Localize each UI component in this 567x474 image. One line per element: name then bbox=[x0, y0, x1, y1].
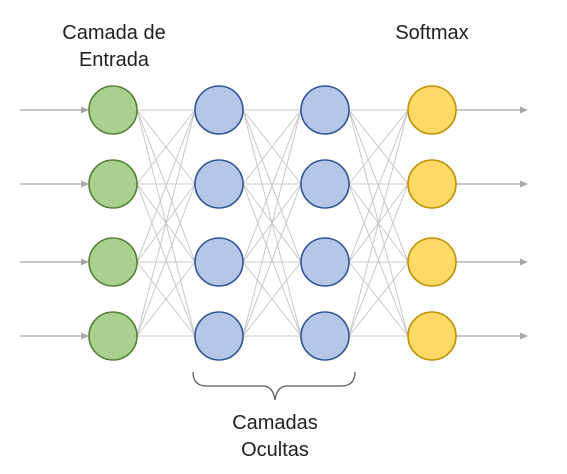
input-neuron-1 bbox=[88, 85, 138, 135]
connection-input-4-to-hidden-1-2 bbox=[136, 183, 196, 337]
io-arrows-group bbox=[20, 106, 528, 340]
connection-hidden-1-3-to-hidden-2-1 bbox=[242, 109, 302, 263]
input-neuron-2 bbox=[88, 159, 138, 209]
hidden-2-neuron-2 bbox=[300, 159, 350, 209]
connections-group bbox=[136, 109, 409, 337]
softmax-neuron-1 bbox=[407, 85, 457, 135]
input-neuron-3 bbox=[88, 237, 138, 287]
input-layer-label-line2: Entrada bbox=[78, 49, 150, 71]
hidden-layers-brace bbox=[192, 371, 356, 401]
input-layer-label-line1: Camada de bbox=[62, 22, 166, 44]
connection-input-2-to-hidden-1-1 bbox=[136, 109, 196, 185]
hidden-layers-label-line2: Ocultas bbox=[241, 439, 309, 461]
hidden-1-neuron-2 bbox=[194, 159, 244, 209]
connection-hidden-2-4-to-softmax-1 bbox=[348, 109, 409, 337]
input-layer-label: Camada de Entrada bbox=[44, 20, 184, 74]
connection-hidden-2-3-to-softmax-1 bbox=[348, 109, 409, 263]
softmax-neuron-2 bbox=[407, 159, 457, 209]
softmax-neuron-4 bbox=[407, 311, 457, 361]
input-neuron-4 bbox=[88, 311, 138, 361]
hidden-2-neuron-1 bbox=[300, 85, 350, 135]
connection-input-3-to-hidden-1-1 bbox=[136, 109, 196, 263]
connection-hidden-1-4-to-hidden-2-2 bbox=[242, 183, 302, 337]
connection-input-4-to-hidden-1-3 bbox=[136, 261, 196, 337]
hidden-2-neuron-3 bbox=[300, 237, 350, 287]
connection-hidden-1-4-to-hidden-2-3 bbox=[242, 261, 302, 337]
connection-hidden-1-2-to-hidden-2-1 bbox=[242, 109, 302, 185]
hidden-layers-label: Camadas Ocultas bbox=[190, 410, 360, 464]
connection-hidden-2-4-to-softmax-3 bbox=[348, 261, 409, 337]
hidden-1-neuron-4 bbox=[194, 311, 244, 361]
hidden-1-neuron-1 bbox=[194, 85, 244, 135]
connection-input-4-to-hidden-1-1 bbox=[136, 109, 196, 337]
hidden-1-neuron-3 bbox=[194, 237, 244, 287]
hidden-layers-label-line1: Camadas bbox=[232, 412, 318, 434]
connection-hidden-2-2-to-softmax-1 bbox=[348, 109, 409, 185]
connection-hidden-1-4-to-hidden-2-1 bbox=[242, 109, 302, 337]
softmax-neuron-3 bbox=[407, 237, 457, 287]
connection-hidden-2-4-to-softmax-2 bbox=[348, 183, 409, 337]
hidden-2-neuron-4 bbox=[300, 311, 350, 361]
neurons-group bbox=[88, 85, 457, 361]
softmax-layer-label: Softmax bbox=[395, 22, 469, 44]
